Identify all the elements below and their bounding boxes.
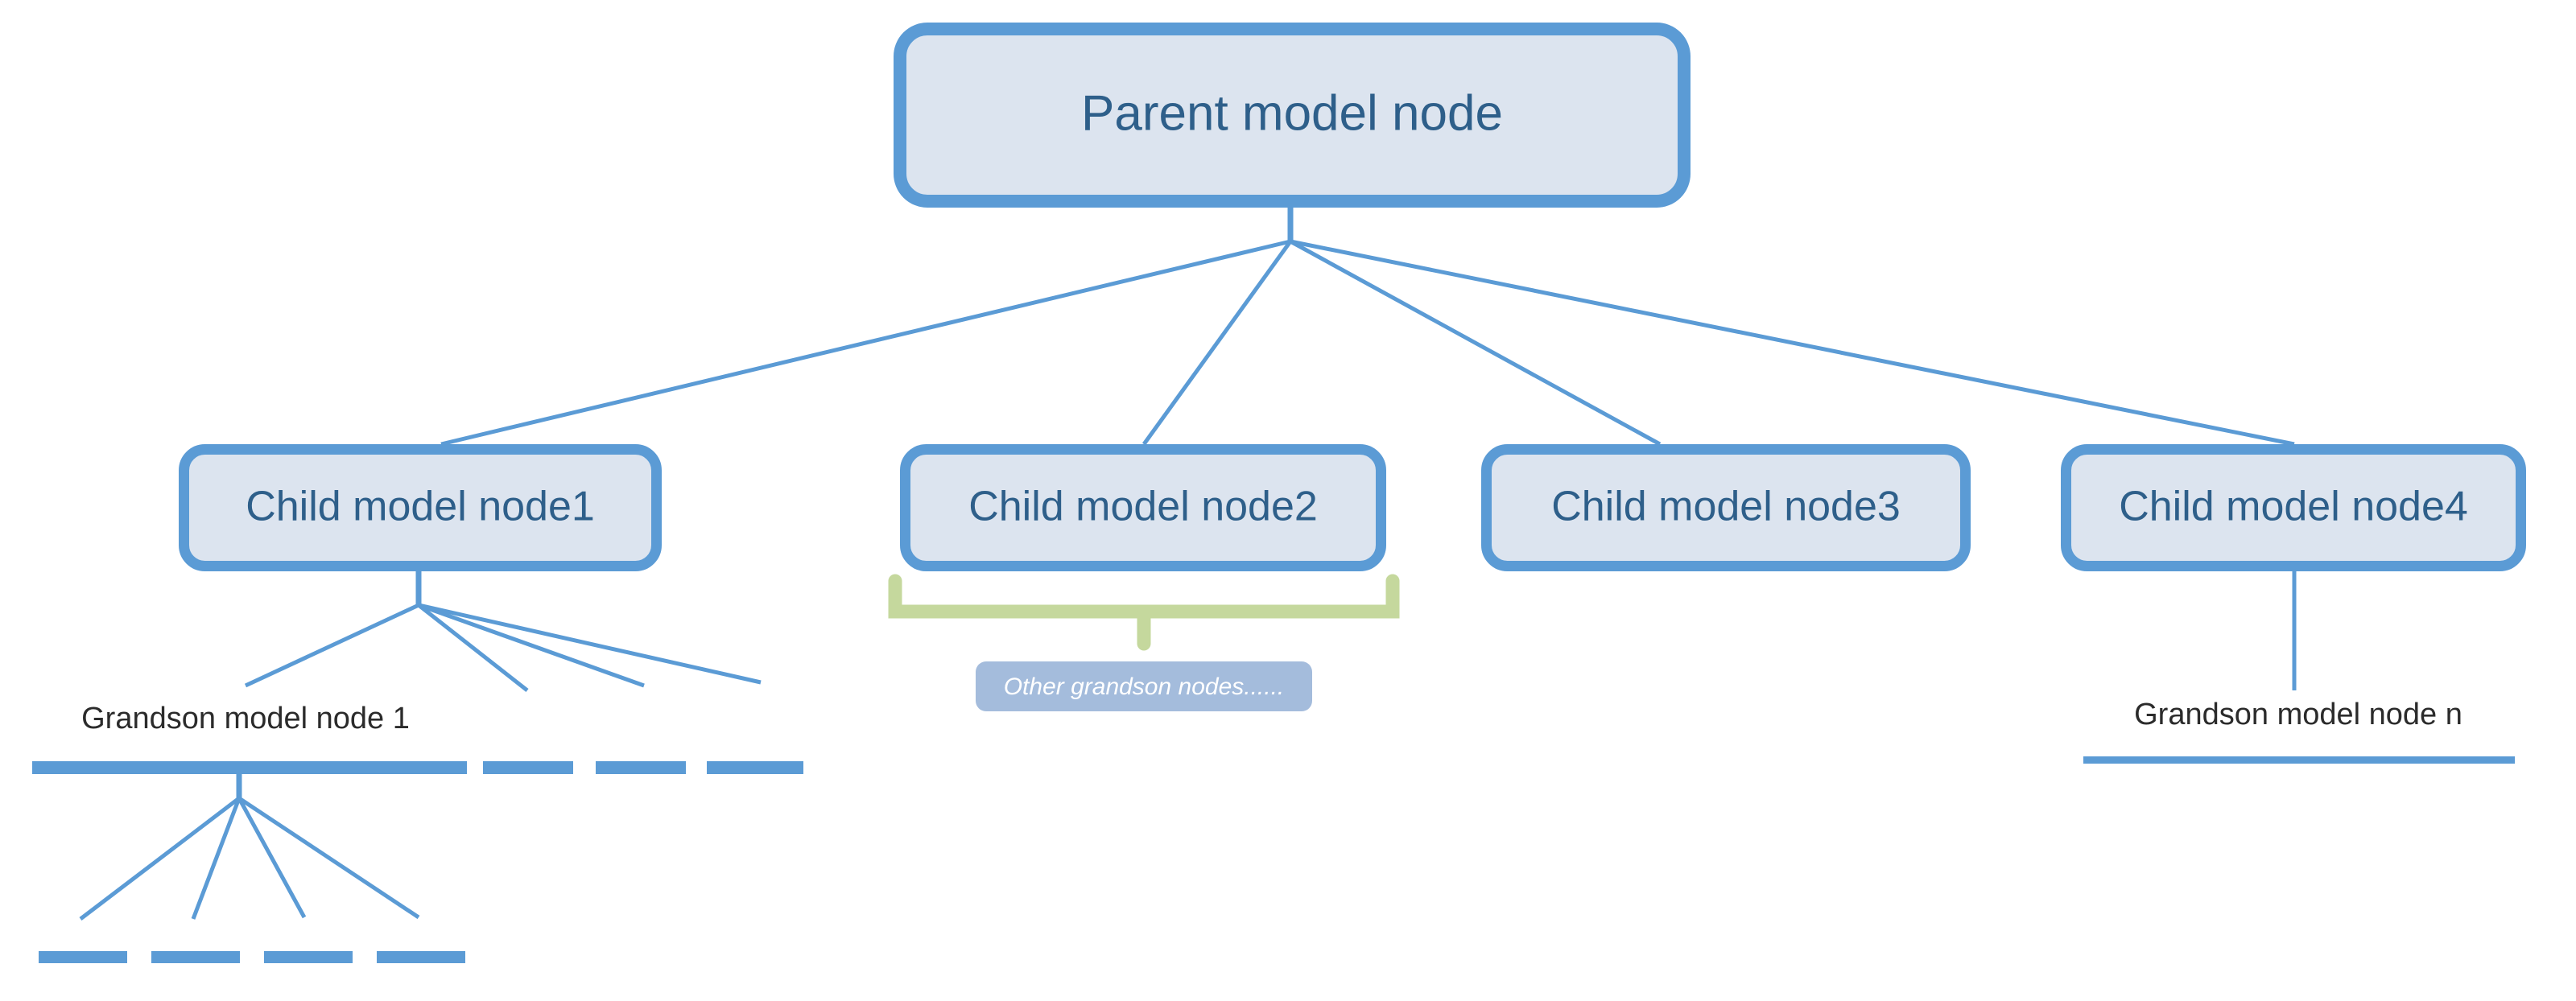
great-grandson-row-rule-segment-4	[377, 951, 465, 963]
child-model-node-2-label: Child model node2	[968, 484, 1318, 530]
grandson-node-1-label: Grandson model node 1	[81, 702, 410, 735]
parent-model-node[interactable]: Parent model node	[894, 23, 1690, 208]
child-model-node-2[interactable]: Child model node2	[900, 444, 1386, 571]
parent-to-child-connector-1	[440, 239, 1291, 447]
great-grandson-row-rule-segment-2	[151, 951, 240, 963]
great-grandson-row-rule-segment-3	[264, 951, 353, 963]
grandson1-to-great-grandson-connector-1	[79, 797, 241, 921]
child-model-node-1[interactable]: Child model node1	[179, 444, 662, 571]
parent-model-node-label: Parent model node	[1081, 85, 1503, 141]
child1-to-grandson-connector-3	[418, 603, 645, 688]
grandson-node-n-rule-segment-1	[2083, 756, 2515, 764]
parent-model-node-box	[894, 23, 1690, 208]
bracket-layer	[888, 574, 1400, 651]
leaf-rule-layer	[32, 756, 2515, 963]
child-model-node-3[interactable]: Child model node3	[1481, 444, 1971, 571]
badge-layer: Other grandson nodes......	[976, 661, 1312, 711]
grandson1-to-great-grandson-connector-3	[237, 797, 307, 919]
child-model-node-4[interactable]: Child model node4	[2061, 444, 2526, 571]
child1-to-grandson-connector-4	[418, 603, 762, 685]
child-model-node-1-box	[179, 444, 662, 571]
child1-to-grandson-connector-2	[417, 603, 529, 692]
leaf-label-layer: Grandson model node 1 Grandson model node…	[81, 698, 2462, 735]
great-grandson-row-rule-segment-1	[39, 951, 127, 963]
child-model-node-2-box	[900, 444, 1386, 571]
grandson-node-1-rule-segment-1	[32, 761, 467, 774]
child-model-node-4-box	[2061, 444, 2526, 571]
child1-to-grandson-connector-1	[244, 603, 420, 688]
parent-to-child-connector-2	[1141, 240, 1293, 446]
other-grandson-nodes-badge[interactable]	[976, 661, 1312, 711]
other-grandson-nodes-badge-label: Other grandson nodes......	[1004, 674, 1285, 700]
child-model-node-3-box	[1481, 444, 1971, 571]
child-model-node-4-label: Child model node4	[2119, 484, 2468, 530]
parent-to-child-connector-4	[1290, 239, 2295, 447]
grandson-node-1-rule-segment-4	[707, 761, 803, 774]
grandson-node-n-label: Grandson model node n	[2134, 698, 2462, 731]
grandson1-to-great-grandson-connector-4	[237, 796, 420, 920]
grandson-node-1-rule-segment-2	[483, 761, 573, 774]
grandson1-to-great-grandson-connector-2	[191, 797, 242, 920]
parent-to-child-connector-3	[1289, 239, 1662, 447]
child-model-node-3-label: Child model node3	[1551, 484, 1901, 530]
child-model-node-1-label: Child model node1	[246, 484, 595, 530]
grandson-node-1-rule-segment-3	[596, 761, 686, 774]
